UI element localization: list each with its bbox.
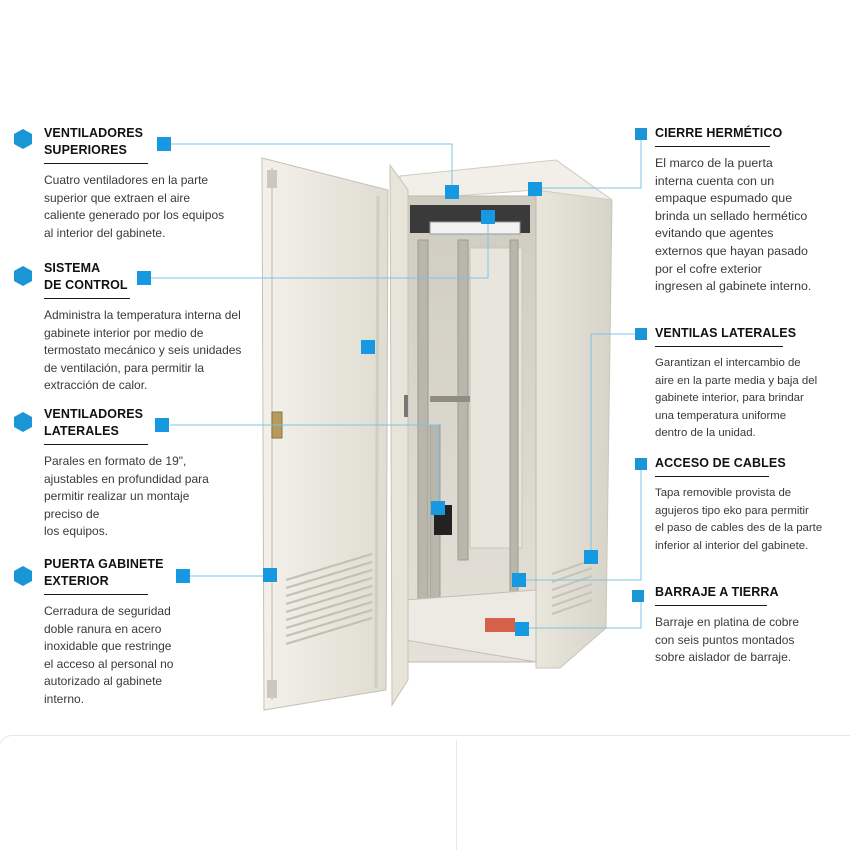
callout-title: VENTILADORES LATERALES xyxy=(44,407,144,438)
square-icon xyxy=(635,128,647,140)
marker-icon xyxy=(481,210,495,224)
callout-cierre-hermetico: CIERRE HERMÉTICO El marco de la puerta i… xyxy=(655,125,845,296)
callout-description: Barraje en platina de cobre con seis pun… xyxy=(655,615,800,665)
callout-title: PUERTA GABINETE EXTERIOR xyxy=(44,557,164,588)
callout-title: ACCESO DE CABLES xyxy=(655,456,786,470)
callout-description: Cerradura de seguridad doble ranura en a… xyxy=(44,604,174,706)
hexagon-icon xyxy=(14,566,32,586)
callout-description: Parales en formato de 19", ajustables en… xyxy=(44,454,209,539)
callout-description: Administra la temperatura interna del ga… xyxy=(44,308,242,393)
marker-icon xyxy=(512,573,526,587)
marker-icon xyxy=(137,271,151,285)
callout-description: Garantizan el intercambio de aire en la … xyxy=(655,357,818,440)
callout-description: El marco de la puerta interna cuenta con… xyxy=(655,156,812,294)
outer-door xyxy=(261,157,389,711)
bottom-panel xyxy=(0,735,850,866)
square-icon xyxy=(635,328,647,340)
hexagon-icon xyxy=(14,266,32,286)
callout-title: VENTILAS LATERALES xyxy=(655,326,797,340)
marker-icon xyxy=(431,501,445,515)
callout-sistema-de-control: SISTEMA DE CONTROL Administra la tempera… xyxy=(44,260,259,395)
callout-title: BARRAJE A TIERRA xyxy=(655,585,779,599)
callout-description: Cuatro ventiladores en la parte superior… xyxy=(44,173,225,240)
callout-ventiladores-laterales: VENTILADORES LATERALES Parales en format… xyxy=(44,406,249,541)
hexagon-icon xyxy=(14,129,32,149)
square-icon xyxy=(632,590,644,602)
inner-door xyxy=(389,163,409,707)
square-icon xyxy=(635,458,647,470)
cabinet-top xyxy=(399,159,613,201)
marker-icon xyxy=(515,622,529,636)
callout-title: VENTILADORES SUPERIORES xyxy=(44,126,144,157)
hexagon-icon xyxy=(14,412,32,432)
leader-lines xyxy=(150,134,642,629)
marker-icon xyxy=(445,185,459,199)
callout-ventilas-laterales: VENTILAS LATERALES Garantizan el interca… xyxy=(655,325,845,443)
callout-description: Tapa removible provista de agujeros tipo… xyxy=(655,487,823,552)
title-underline xyxy=(44,298,130,299)
title-underline xyxy=(655,346,783,347)
title-underline xyxy=(44,163,148,164)
bottom-divider xyxy=(456,740,457,850)
cabinet-side-panel xyxy=(535,159,613,669)
callout-title: SISTEMA DE CONTROL xyxy=(44,261,128,292)
marker-icon xyxy=(584,550,598,564)
marker-icon xyxy=(263,568,277,582)
title-underline xyxy=(655,605,767,606)
title-underline xyxy=(44,594,148,595)
marker-icon xyxy=(155,418,169,432)
callout-acceso-de-cables: ACCESO DE CABLES Tapa removible provista… xyxy=(655,455,845,555)
marker-icon xyxy=(528,182,542,196)
title-underline xyxy=(655,476,769,477)
callout-ventiladores-superiores: VENTILADORES SUPERIORES Cuatro ventilado… xyxy=(44,125,249,242)
marker-icon xyxy=(361,340,375,354)
callout-barraje-a-tierra: BARRAJE A TIERRA Barraje en platina de c… xyxy=(655,584,845,667)
door-vent-slots xyxy=(285,552,373,646)
marker-icon xyxy=(176,569,190,583)
marker-icon xyxy=(157,137,171,151)
callout-title: CIERRE HERMÉTICO xyxy=(655,126,783,140)
title-underline xyxy=(655,146,770,147)
callout-puerta-gabinete-exterior: PUERTA GABINETE EXTERIOR Cerradura de se… xyxy=(44,556,249,709)
title-underline xyxy=(44,444,148,445)
